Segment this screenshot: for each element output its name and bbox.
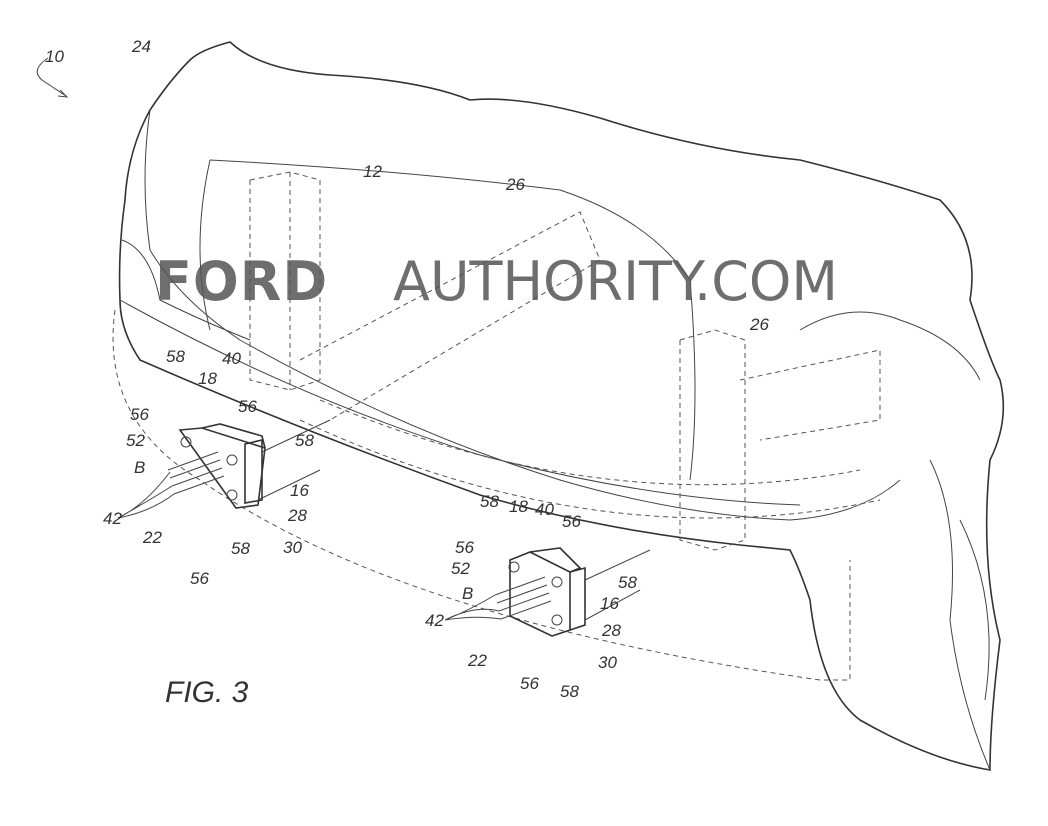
fascia-line — [119, 299, 801, 506]
label: 30 — [598, 653, 617, 672]
left-labels: 58 40 18 56 56 52 B 58 16 28 30 42 22 58… — [103, 347, 314, 588]
label: 52 — [451, 559, 470, 578]
label: 58 — [560, 682, 579, 701]
label: B — [462, 584, 473, 603]
label: 40 — [222, 349, 241, 368]
fascia-line — [799, 311, 981, 381]
label: 56 — [190, 569, 209, 588]
label: 28 — [601, 621, 621, 640]
label: 56 — [238, 397, 257, 416]
fascia-line — [959, 519, 990, 701]
hidden-beam — [679, 329, 746, 551]
label: 22 — [142, 528, 162, 547]
hidden-beam — [249, 171, 321, 391]
label: 16 — [290, 481, 309, 500]
label: 42 — [103, 509, 122, 528]
fascia-line — [199, 159, 696, 481]
label: 30 — [283, 538, 302, 557]
label: 56 — [520, 674, 539, 693]
label: 56 — [455, 538, 474, 557]
left-bracket-assembly — [117, 419, 331, 519]
label: 22 — [467, 651, 487, 670]
label: B — [134, 458, 145, 477]
label: 42 — [425, 611, 444, 630]
label: 24 — [131, 37, 151, 56]
right-bracket-assembly — [444, 547, 651, 637]
fascia-line — [929, 459, 991, 771]
figure-title: FIG. 3 — [165, 676, 249, 709]
bumper-fascia-outline — [118, 41, 1005, 771]
fascia-line — [121, 239, 251, 341]
watermark-text: AUTHORITY.COM — [393, 250, 838, 313]
hidden-beam — [299, 399, 881, 519]
label: 12 — [363, 162, 382, 181]
label: 10 — [45, 47, 64, 66]
label: 52 — [126, 431, 145, 450]
hidden-beam — [299, 211, 601, 421]
label: 58 — [480, 492, 499, 511]
label: 58 — [295, 431, 314, 450]
right-labels: 58 18 40 56 56 52 B 58 16 28 30 42 22 56… — [425, 492, 637, 701]
label: 58 — [618, 573, 637, 592]
label: 58 — [231, 539, 250, 558]
label: 26 — [505, 175, 525, 194]
watermark-brand: FORD — [155, 250, 328, 313]
label: 56 — [130, 405, 149, 424]
label: 40 — [535, 500, 554, 519]
label: 26 — [749, 315, 769, 334]
arrow-head — [57, 89, 69, 98]
reference-arrow-10 — [36, 57, 67, 97]
fascia-line — [144, 109, 901, 521]
label: 18 — [509, 497, 528, 516]
hidden-beam — [739, 349, 881, 441]
label: 58 — [166, 347, 185, 366]
label: 18 — [198, 369, 217, 388]
main-labels: 10 24 12 26 26 — [45, 37, 769, 334]
label: 16 — [600, 594, 619, 613]
label: 56 — [562, 512, 581, 531]
hidden-outline — [112, 309, 851, 681]
label: 28 — [287, 506, 307, 525]
